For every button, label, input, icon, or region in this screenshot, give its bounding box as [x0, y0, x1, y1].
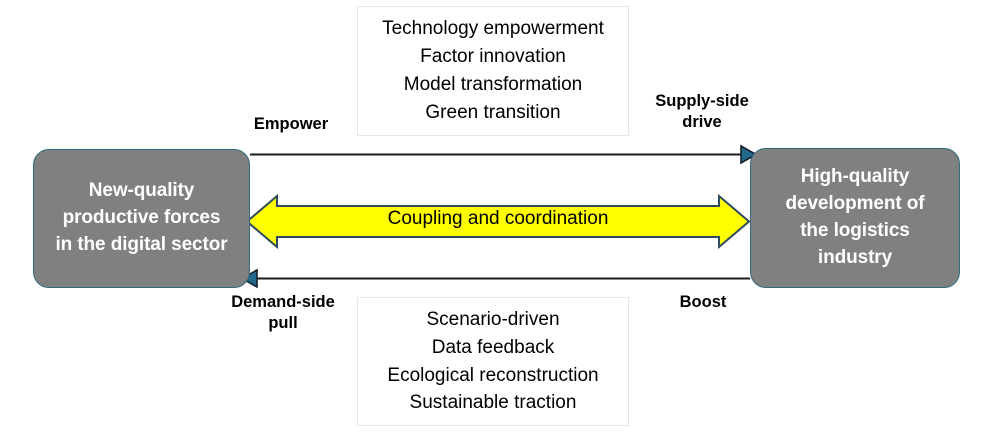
node-new-quality-productive-forces[interactable]: New-quality productive forces in the dig… — [33, 149, 250, 288]
bottom-arrow — [240, 268, 750, 289]
node-right-label: High-quality development of the logistic… — [785, 166, 925, 268]
edge-label-supply-side-drive: Supply-side drive — [655, 92, 749, 132]
top-arrow — [250, 144, 758, 165]
coupling-double-arrow — [245, 193, 751, 250]
edge-label-demand-side-pull: Demand-side pull — [231, 293, 335, 333]
node-high-quality-logistics-development[interactable]: High-quality development of the logistic… — [750, 148, 960, 288]
top-arrow-head-icon — [740, 144, 758, 165]
node-left-label: New-quality productive forces in the dig… — [55, 180, 228, 255]
list-box-bottom-text: Scenario-driven Data feedback Ecological… — [387, 308, 599, 414]
edge-label-boost: Boost — [679, 293, 727, 311]
list-box-demand-side-mechanisms[interactable]: Scenario-driven Data feedback Ecological… — [357, 297, 629, 426]
edge-label-empower: Empower — [253, 115, 329, 133]
list-box-top-text: Technology empowerment Factor innovation… — [382, 18, 604, 123]
list-box-supply-side-mechanisms[interactable]: Technology empowerment Factor innovation… — [357, 6, 629, 136]
